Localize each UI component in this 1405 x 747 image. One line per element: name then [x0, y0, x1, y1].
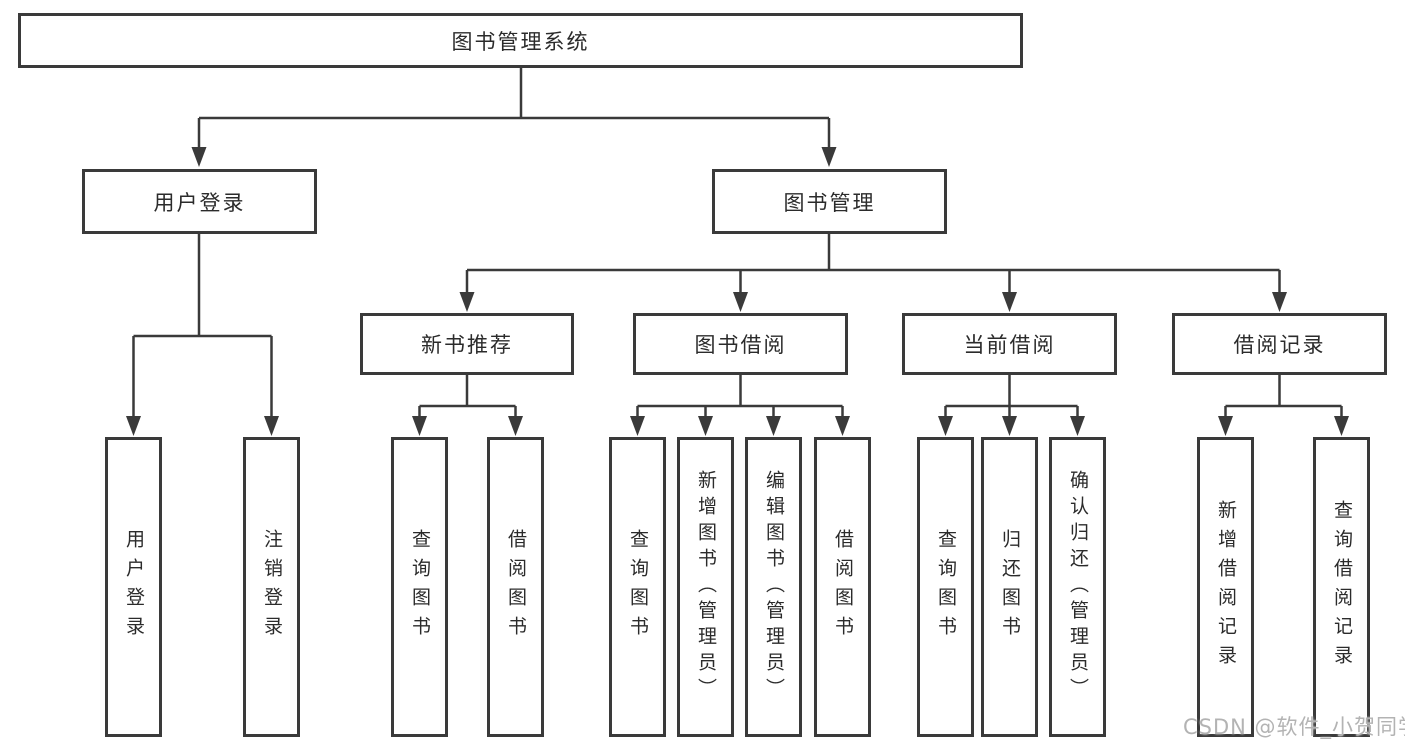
arrowhead-icon [766, 416, 781, 436]
arrowhead-icon [733, 292, 748, 312]
arrowhead-icon [835, 416, 850, 436]
node-query-borrow-record: 查询借阅记录 [1313, 437, 1370, 737]
arrowhead-icon [1002, 416, 1017, 436]
arrowhead-icons [126, 147, 1349, 436]
node-confirm-return-admin: 确认归还（管理员） [1049, 437, 1106, 737]
node-book-borrowing: 图书借阅 [633, 313, 848, 375]
node-edit-books-admin: 编辑图书（管理员） [745, 437, 802, 737]
arrowhead-icon [264, 416, 279, 436]
arrowhead-icon [1272, 292, 1287, 312]
arrowhead-icon [508, 416, 523, 436]
node-query-books-current: 查询图书 [917, 437, 974, 737]
arrowhead-icon [1070, 416, 1085, 436]
node-current-borrowing: 当前借阅 [902, 313, 1117, 375]
arrowhead-icon [630, 416, 645, 436]
arrowhead-icon [821, 147, 837, 167]
connector-strokes [132, 68, 1343, 419]
arrowhead-icon [938, 416, 953, 436]
watermark: CSDN @软件_小贺同学 [1183, 715, 1405, 739]
node-user-login: 用户登录 [82, 169, 317, 234]
node-library-management-system: 图书管理系统 [18, 13, 1023, 68]
arrowhead-icon [191, 147, 207, 167]
node-add-borrow-record: 新增借阅记录 [1197, 437, 1254, 737]
arrowhead-icon [1002, 292, 1017, 312]
arrowhead-icon [698, 416, 713, 436]
node-new-book-recommendation: 新书推荐 [360, 313, 574, 375]
node-query-books-recommend: 查询图书 [391, 437, 448, 737]
node-query-books-borrowing: 查询图书 [609, 437, 666, 737]
node-add-books-admin: 新增图书（管理员） [677, 437, 734, 737]
node-borrow-books-recommend: 借阅图书 [487, 437, 544, 737]
node-borrow-books-borrowing: 借阅图书 [814, 437, 871, 737]
node-logout: 注销登录 [243, 437, 300, 737]
arrowhead-icon [412, 416, 427, 436]
node-book-management: 图书管理 [712, 169, 947, 234]
node-user-login-leaf: 用户登录 [105, 437, 162, 737]
arrowhead-icon [126, 416, 141, 436]
node-borrowing-records: 借阅记录 [1172, 313, 1387, 375]
arrowhead-icon [459, 292, 475, 312]
arrowhead-icon [1218, 416, 1233, 436]
node-return-books: 归还图书 [981, 437, 1038, 737]
arrowhead-icon [1334, 416, 1349, 436]
